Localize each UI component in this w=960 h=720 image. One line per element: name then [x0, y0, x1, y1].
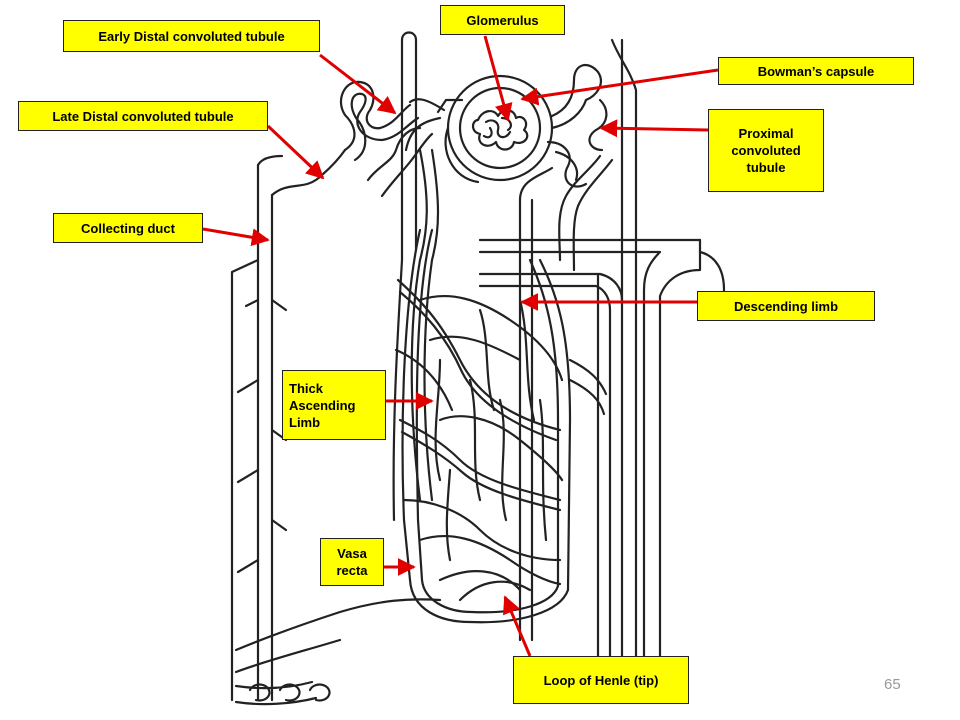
- bowmans-capsule-outline: [436, 74, 554, 184]
- label-late-distal-convoluted-tubule: Late Distal convoluted tubule: [18, 101, 268, 131]
- label-proximal-convoluted-tubule: Proximal convoluted tubule: [708, 109, 824, 192]
- arrow-early-dct: [319, 53, 397, 115]
- arrow-loop-of-henle-tip: [503, 595, 532, 657]
- vasa-recta-outline: [394, 278, 608, 602]
- nephron-outlines: [230, 31, 726, 706]
- label-vasa-recta: Vasa recta: [320, 538, 384, 586]
- arrow-late-dct: [266, 124, 325, 180]
- vessel-outline: [478, 238, 726, 702]
- glomerulus-outline: [471, 109, 529, 151]
- arrow-proximal-tubule: [599, 119, 709, 138]
- label-early-distal-convoluted-tubule: Early Distal convoluted tubule: [63, 20, 320, 52]
- collecting-duct-outline: [230, 148, 442, 706]
- loop-of-henle-outline: [401, 148, 572, 624]
- pointer-arrows: [202, 35, 719, 657]
- label-bowmans-capsule: Bowman’s capsule: [718, 57, 914, 85]
- arrow-collecting-duct: [202, 227, 270, 247]
- arrow-bowmans-capsule: [520, 68, 719, 106]
- distal-tubule-outline: [339, 31, 434, 522]
- label-collecting-duct: Collecting duct: [53, 213, 203, 243]
- label-loop-of-henle-tip: Loop of Henle (tip): [513, 656, 689, 704]
- arrow-glomerulus: [483, 35, 513, 122]
- page-number: 65: [884, 676, 901, 693]
- label-thick-ascending-limb: Thick Ascending Limb: [282, 370, 386, 440]
- label-descending-limb: Descending limb: [697, 291, 875, 321]
- label-glomerulus: Glomerulus: [440, 5, 565, 35]
